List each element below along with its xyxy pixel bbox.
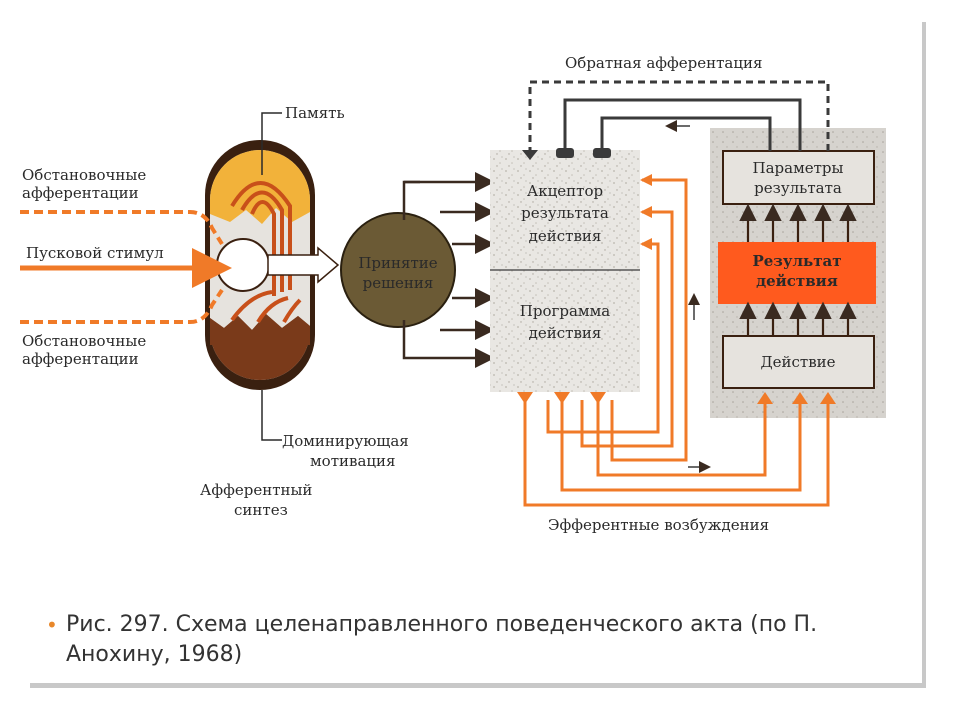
feedback-arrowheads [522, 148, 611, 160]
acceptor-program-block: Акцептор результата действия Программа д… [490, 150, 640, 392]
label-action: Действие [760, 353, 835, 371]
caption-text: Рис. 297. Схема целенаправленного поведе… [66, 612, 818, 667]
label-program-2: действия [529, 324, 602, 342]
label-acceptor-1: Акцептор [527, 182, 603, 200]
label-result-1: Результат [752, 252, 841, 270]
motivation-leader-line [261, 390, 282, 441]
label-situational-bottom-1: Обстановочные [22, 332, 146, 350]
label-program-1: Программа [520, 302, 610, 320]
label-afferent-synthesis-2: синтез [234, 501, 288, 519]
label-feedback: Обратная афферентация [565, 54, 762, 72]
label-afferent-synthesis-1: Афферентный [200, 481, 312, 499]
behavior-act-diagram: Обстановочные афферентации Пусковой стим… [20, 54, 886, 534]
label-efferent: Эфферентные возбуждения [548, 516, 769, 534]
label-result-2: действия [756, 272, 838, 290]
afferent-inputs [20, 210, 232, 324]
efferent-loops [523, 178, 830, 507]
label-situational-top-1: Обстановочные [22, 166, 146, 184]
label-motivation-1: Доминирующая [282, 432, 409, 450]
label-trigger-stimulus: Пусковой стимул [26, 244, 164, 262]
afferent-synthesis-capsule [205, 140, 340, 390]
figure-caption: • Рис. 297. Схема целенаправленного пове… [46, 610, 892, 670]
label-motivation-2: мотивация [310, 452, 396, 470]
label-memory: Память [285, 104, 345, 122]
result-panel: Параметры результата Результат действия … [710, 128, 886, 418]
label-params-1: Параметры [753, 159, 844, 177]
bullet-icon: • [46, 613, 58, 637]
label-decision-1: Принятие [358, 254, 437, 272]
memory-leader-line [261, 112, 282, 175]
label-acceptor-2: результата [521, 204, 609, 222]
label-situational-top-2: афферентации [22, 184, 139, 202]
label-situational-bottom-2: афферентации [22, 350, 139, 368]
decision-output-arrows [402, 172, 495, 368]
decision-node: Принятие решения [340, 212, 456, 328]
label-acceptor-3: действия [529, 227, 602, 245]
efferent-arrowheads [517, 174, 836, 404]
feedback-loops [528, 80, 830, 151]
label-decision-2: решения [363, 274, 434, 292]
label-params-2: результата [754, 179, 842, 197]
